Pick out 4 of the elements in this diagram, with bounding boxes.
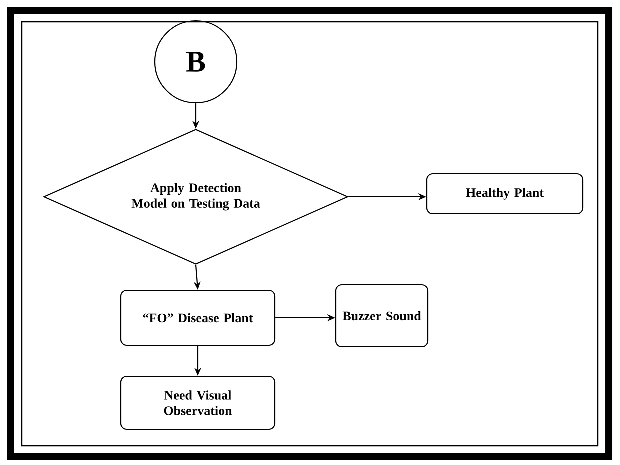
process-box: “FO” Disease Plant xyxy=(120,290,276,346)
process-box: Need Visual Observation xyxy=(120,376,276,430)
process-box: Healthy Plant xyxy=(426,173,584,215)
process-box: Buzzer Sound xyxy=(335,284,429,348)
